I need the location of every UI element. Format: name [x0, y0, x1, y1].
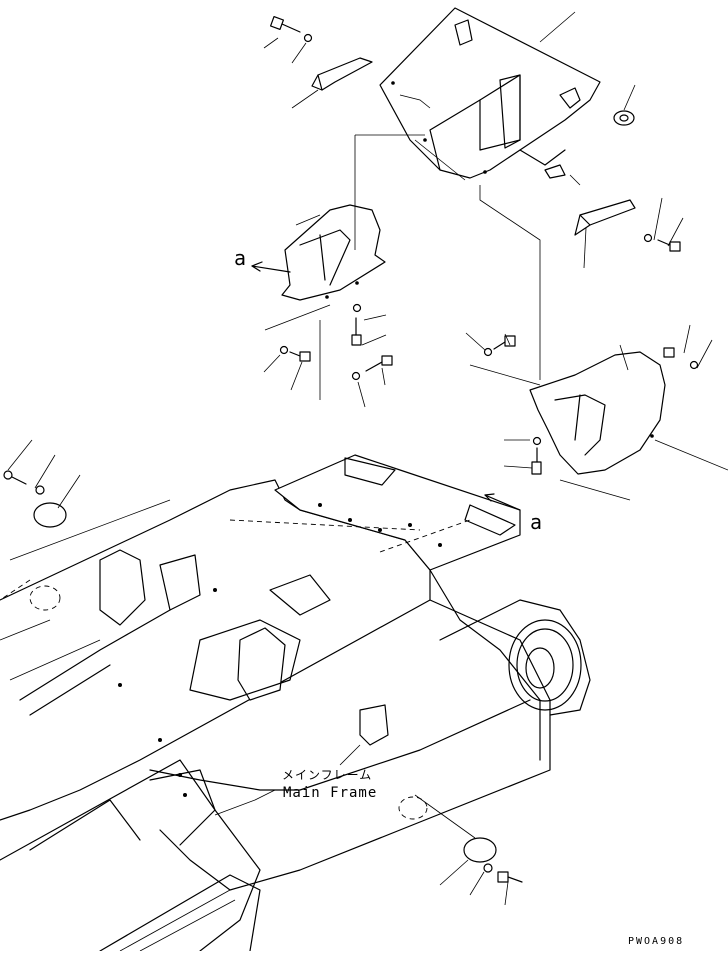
main-frame-label-jp: メインフレーム — [282, 768, 373, 782]
cover-plate-left — [3, 470, 67, 528]
view-label-a-left: a — [234, 246, 247, 270]
bolt-right-1 — [643, 233, 681, 252]
top-cover-plate — [379, 7, 601, 179]
main-frame — [0, 454, 591, 952]
right-cover-a — [529, 351, 666, 475]
bracket-upper-left — [311, 57, 373, 91]
cover-plate-bottom — [398, 796, 523, 883]
washer-top-right — [613, 110, 635, 126]
bolt-top-left — [269, 15, 313, 43]
main-frame-label-en: Main Frame — [283, 785, 378, 801]
bracket-upper-right — [544, 164, 636, 236]
fasteners-right-cover — [483, 335, 699, 475]
view-label-a-right: a — [530, 510, 543, 534]
fasteners-left-cover — [279, 303, 393, 381]
left-cover-a — [281, 204, 386, 301]
leader-lines — [0, 11, 728, 906]
drawing-code: PWOA908 — [628, 936, 685, 947]
